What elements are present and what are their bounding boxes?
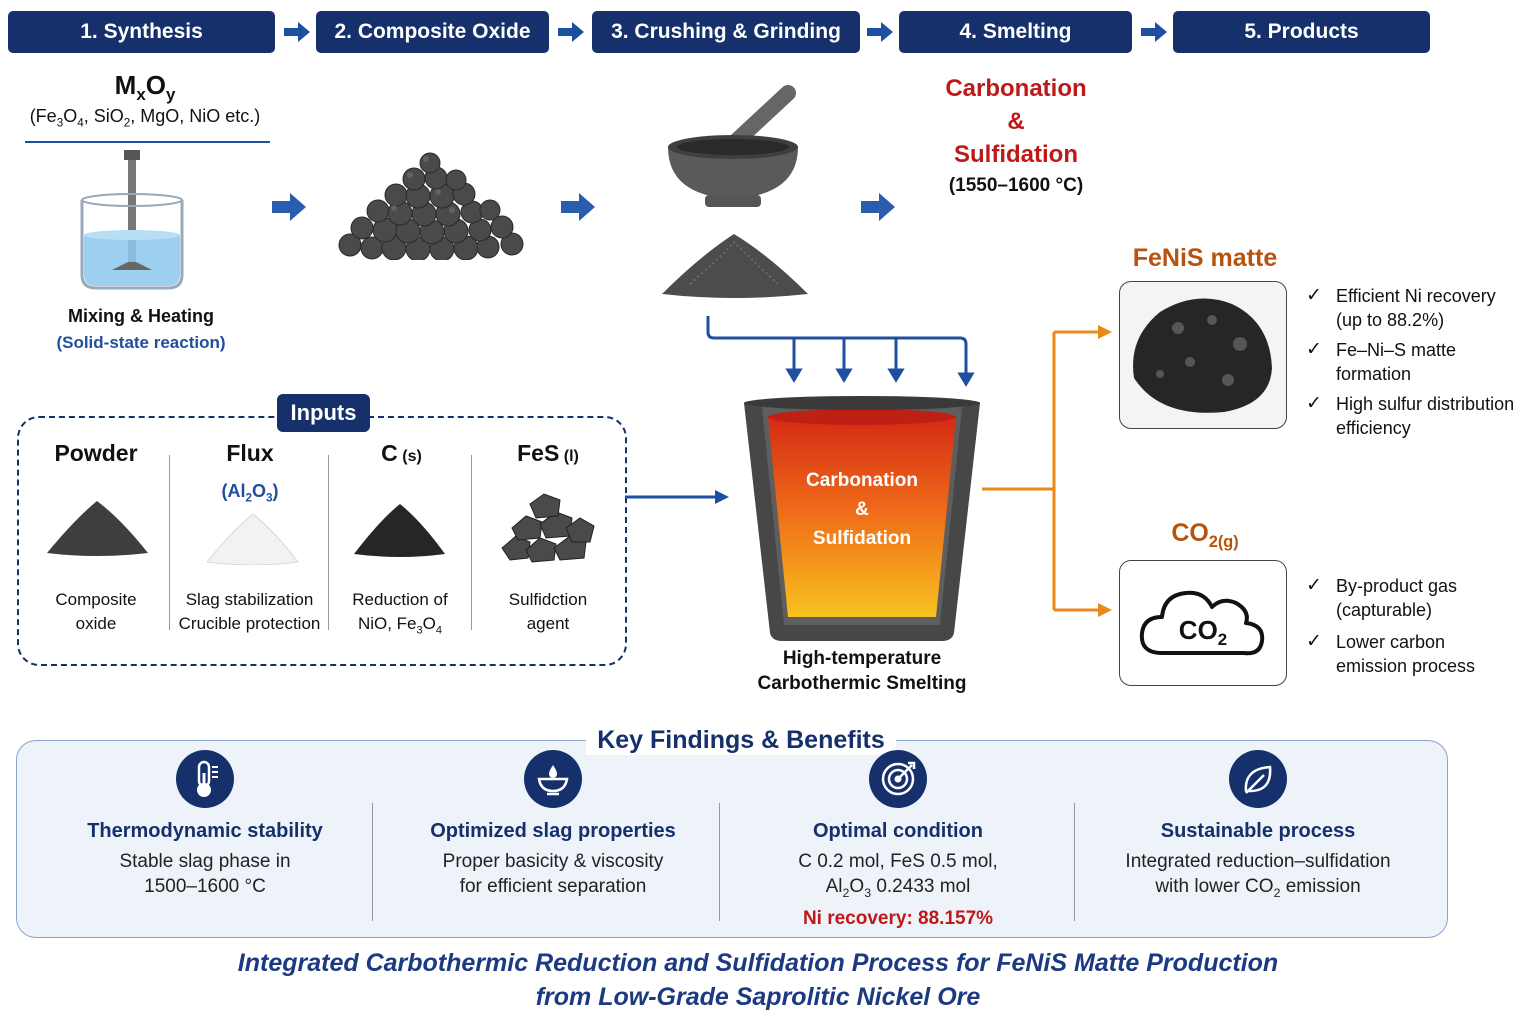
fes-lumps-image	[501, 493, 595, 563]
check-icon: ✓	[1306, 339, 1322, 360]
flux-formula: (Al2O3)	[221, 481, 279, 505]
step-synthesis: 1. Synthesis	[8, 11, 275, 53]
smelting-process-label: Carbonation & Sulfidation	[945, 75, 1087, 168]
arrow-right-icon	[272, 193, 306, 221]
divider-line	[25, 141, 270, 143]
thermometer-icon	[176, 750, 234, 808]
target-icon	[869, 750, 927, 808]
finding-sustainable: Sustainable process Integrated reduction…	[1088, 750, 1428, 906]
check-icon: ✓	[1306, 393, 1322, 414]
step-label: 1. Synthesis	[80, 20, 203, 43]
matte-benefit: ✓Efficient Ni recovery(up to 88.2%)	[1306, 285, 1496, 330]
finding-optimal: Optimal condition C 0.2 mol, FeS 0.5 mol…	[728, 750, 1068, 931]
gas-benefit: ✓By-product gas(capturable)	[1306, 575, 1458, 620]
powder-pile-image	[47, 501, 148, 556]
matte-title: FeNiS matte	[1132, 244, 1278, 272]
arrow-right-icon	[867, 22, 893, 42]
findings-title: Key Findings & Benefits	[586, 726, 896, 755]
step-label: 3. Crushing & Grinding	[611, 20, 841, 43]
oxide-pellets-image	[338, 152, 524, 260]
product-split-arrows	[982, 325, 1112, 617]
finding-title: Optimized slag properties	[430, 820, 676, 842]
alumina-powder-image	[206, 513, 299, 565]
mxoy-formula: MxOy	[114, 70, 176, 105]
input-powder: Powder	[26, 440, 166, 467]
step-smelting: 4. Smelting	[899, 11, 1132, 53]
crucible-image	[744, 396, 980, 641]
mortar-pestle-icon	[668, 85, 798, 207]
check-icon: ✓	[1306, 285, 1322, 306]
finding-title: Optimal condition	[813, 820, 983, 842]
step-label: 4. Smelting	[959, 20, 1072, 43]
input-name: Flux	[226, 440, 274, 466]
arrow-right-icon	[1141, 22, 1167, 42]
step-crushing-grinding: 3. Crushing & Grinding	[592, 11, 860, 53]
finding-title: Thermodynamic stability	[87, 820, 323, 842]
ni-recovery-value: Ni recovery: 88.157%	[802, 907, 994, 929]
inputs-title: Inputs	[277, 394, 370, 432]
finding-title: Sustainable process	[1160, 820, 1356, 842]
check-icon: ✓	[1306, 631, 1322, 652]
finding-slag: Optimized slag properties Proper basicit…	[383, 750, 723, 899]
drop-dish-icon	[524, 750, 582, 808]
crucible-reaction-label: Carbonation&Sulfidation	[806, 470, 918, 549]
step-composite-oxide: 2. Composite Oxide	[316, 11, 549, 53]
divider-line	[372, 803, 373, 921]
divider-line	[471, 455, 472, 630]
feed-arrows	[706, 316, 975, 387]
matte-lump-image	[1133, 298, 1272, 413]
divider-line	[328, 455, 329, 630]
leaf-icon	[1229, 750, 1287, 808]
smelting-temperature: (1550–1600 °C)	[948, 175, 1084, 196]
oxide-examples: (Fe3O4, SiO2, MgO, NiO etc.)	[29, 106, 261, 130]
co2-icon-text: CO2	[1178, 615, 1228, 650]
arrow-right-icon	[561, 193, 595, 221]
input-phase: (l)	[563, 448, 579, 465]
arrow-right-icon	[625, 490, 729, 504]
carbon-powder-image	[354, 504, 445, 557]
input-fes: FeS (l)	[478, 440, 618, 467]
arrow-right-icon	[861, 193, 895, 221]
step-label: 2. Composite Oxide	[334, 20, 531, 43]
input-name: Powder	[54, 440, 138, 466]
input-carbon: C (s)	[334, 440, 469, 467]
input-name: C	[381, 440, 398, 466]
co2-cloud-icon	[1139, 590, 1265, 656]
arrow-right-icon	[284, 22, 310, 42]
synthesis-caption: Mixing & Heating	[67, 306, 214, 326]
check-icon: ✓	[1306, 575, 1322, 596]
input-phase: (s)	[402, 448, 422, 465]
figure-caption: Integrated Carbothermic Reduction and Su…	[237, 949, 1279, 1011]
input-flux: Flux	[175, 440, 325, 467]
gas-title: CO2(g)	[1171, 519, 1239, 551]
divider-line	[719, 803, 720, 921]
co2-icon-frame: CO2	[1119, 560, 1287, 686]
synthesis-subcaption: (Solid-state reaction)	[56, 333, 226, 352]
ground-powder-pile-image	[662, 234, 808, 298]
input-name: FeS	[517, 440, 560, 466]
divider-line	[1074, 803, 1075, 921]
step-label: 5. Products	[1244, 20, 1359, 43]
step-products: 5. Products	[1173, 11, 1430, 53]
arrow-right-icon	[558, 22, 584, 42]
divider-line	[169, 455, 170, 630]
matte-image-frame	[1119, 281, 1287, 429]
finding-thermodynamic: Thermodynamic stability Stable slag phas…	[40, 750, 370, 899]
beaker-stirrer-icon	[80, 150, 184, 290]
